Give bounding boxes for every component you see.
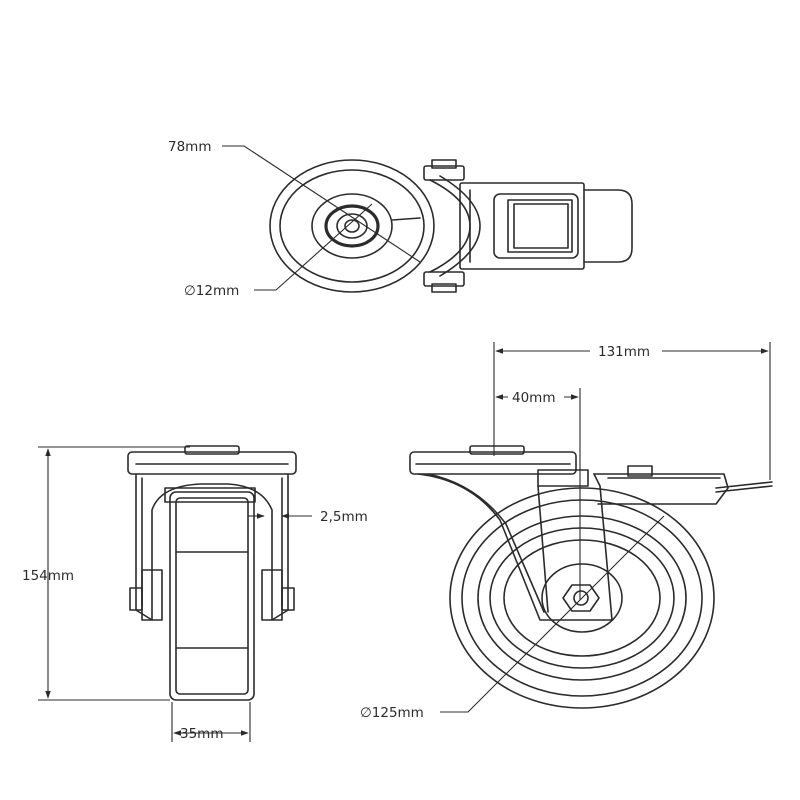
label-offset: 40mm: [512, 390, 555, 406]
side-view: [409, 445, 773, 709]
label-height: 154mm: [22, 568, 74, 584]
leader-bolt-hole: [254, 203, 373, 291]
label-length: 131mm: [598, 344, 650, 360]
label-wheel-width: 35mm: [180, 726, 223, 742]
label-fork-thickness: 2,5mm: [320, 509, 368, 525]
leader-wheel-diameter: [440, 515, 665, 713]
label-bolt-hole: ∅12mm: [184, 283, 239, 299]
front-view: [127, 445, 297, 701]
label-wheel-diameter: ∅125mm: [360, 705, 424, 721]
leader-top-plate: [222, 145, 421, 263]
top-view: [269, 159, 633, 293]
dimension-lines: [38, 145, 771, 742]
dimension-labels: 78mm ∅12mm 154mm 35mm 2,5mm 131mm 40mm ∅…: [22, 139, 662, 742]
label-top-plate: 78mm: [168, 139, 211, 155]
